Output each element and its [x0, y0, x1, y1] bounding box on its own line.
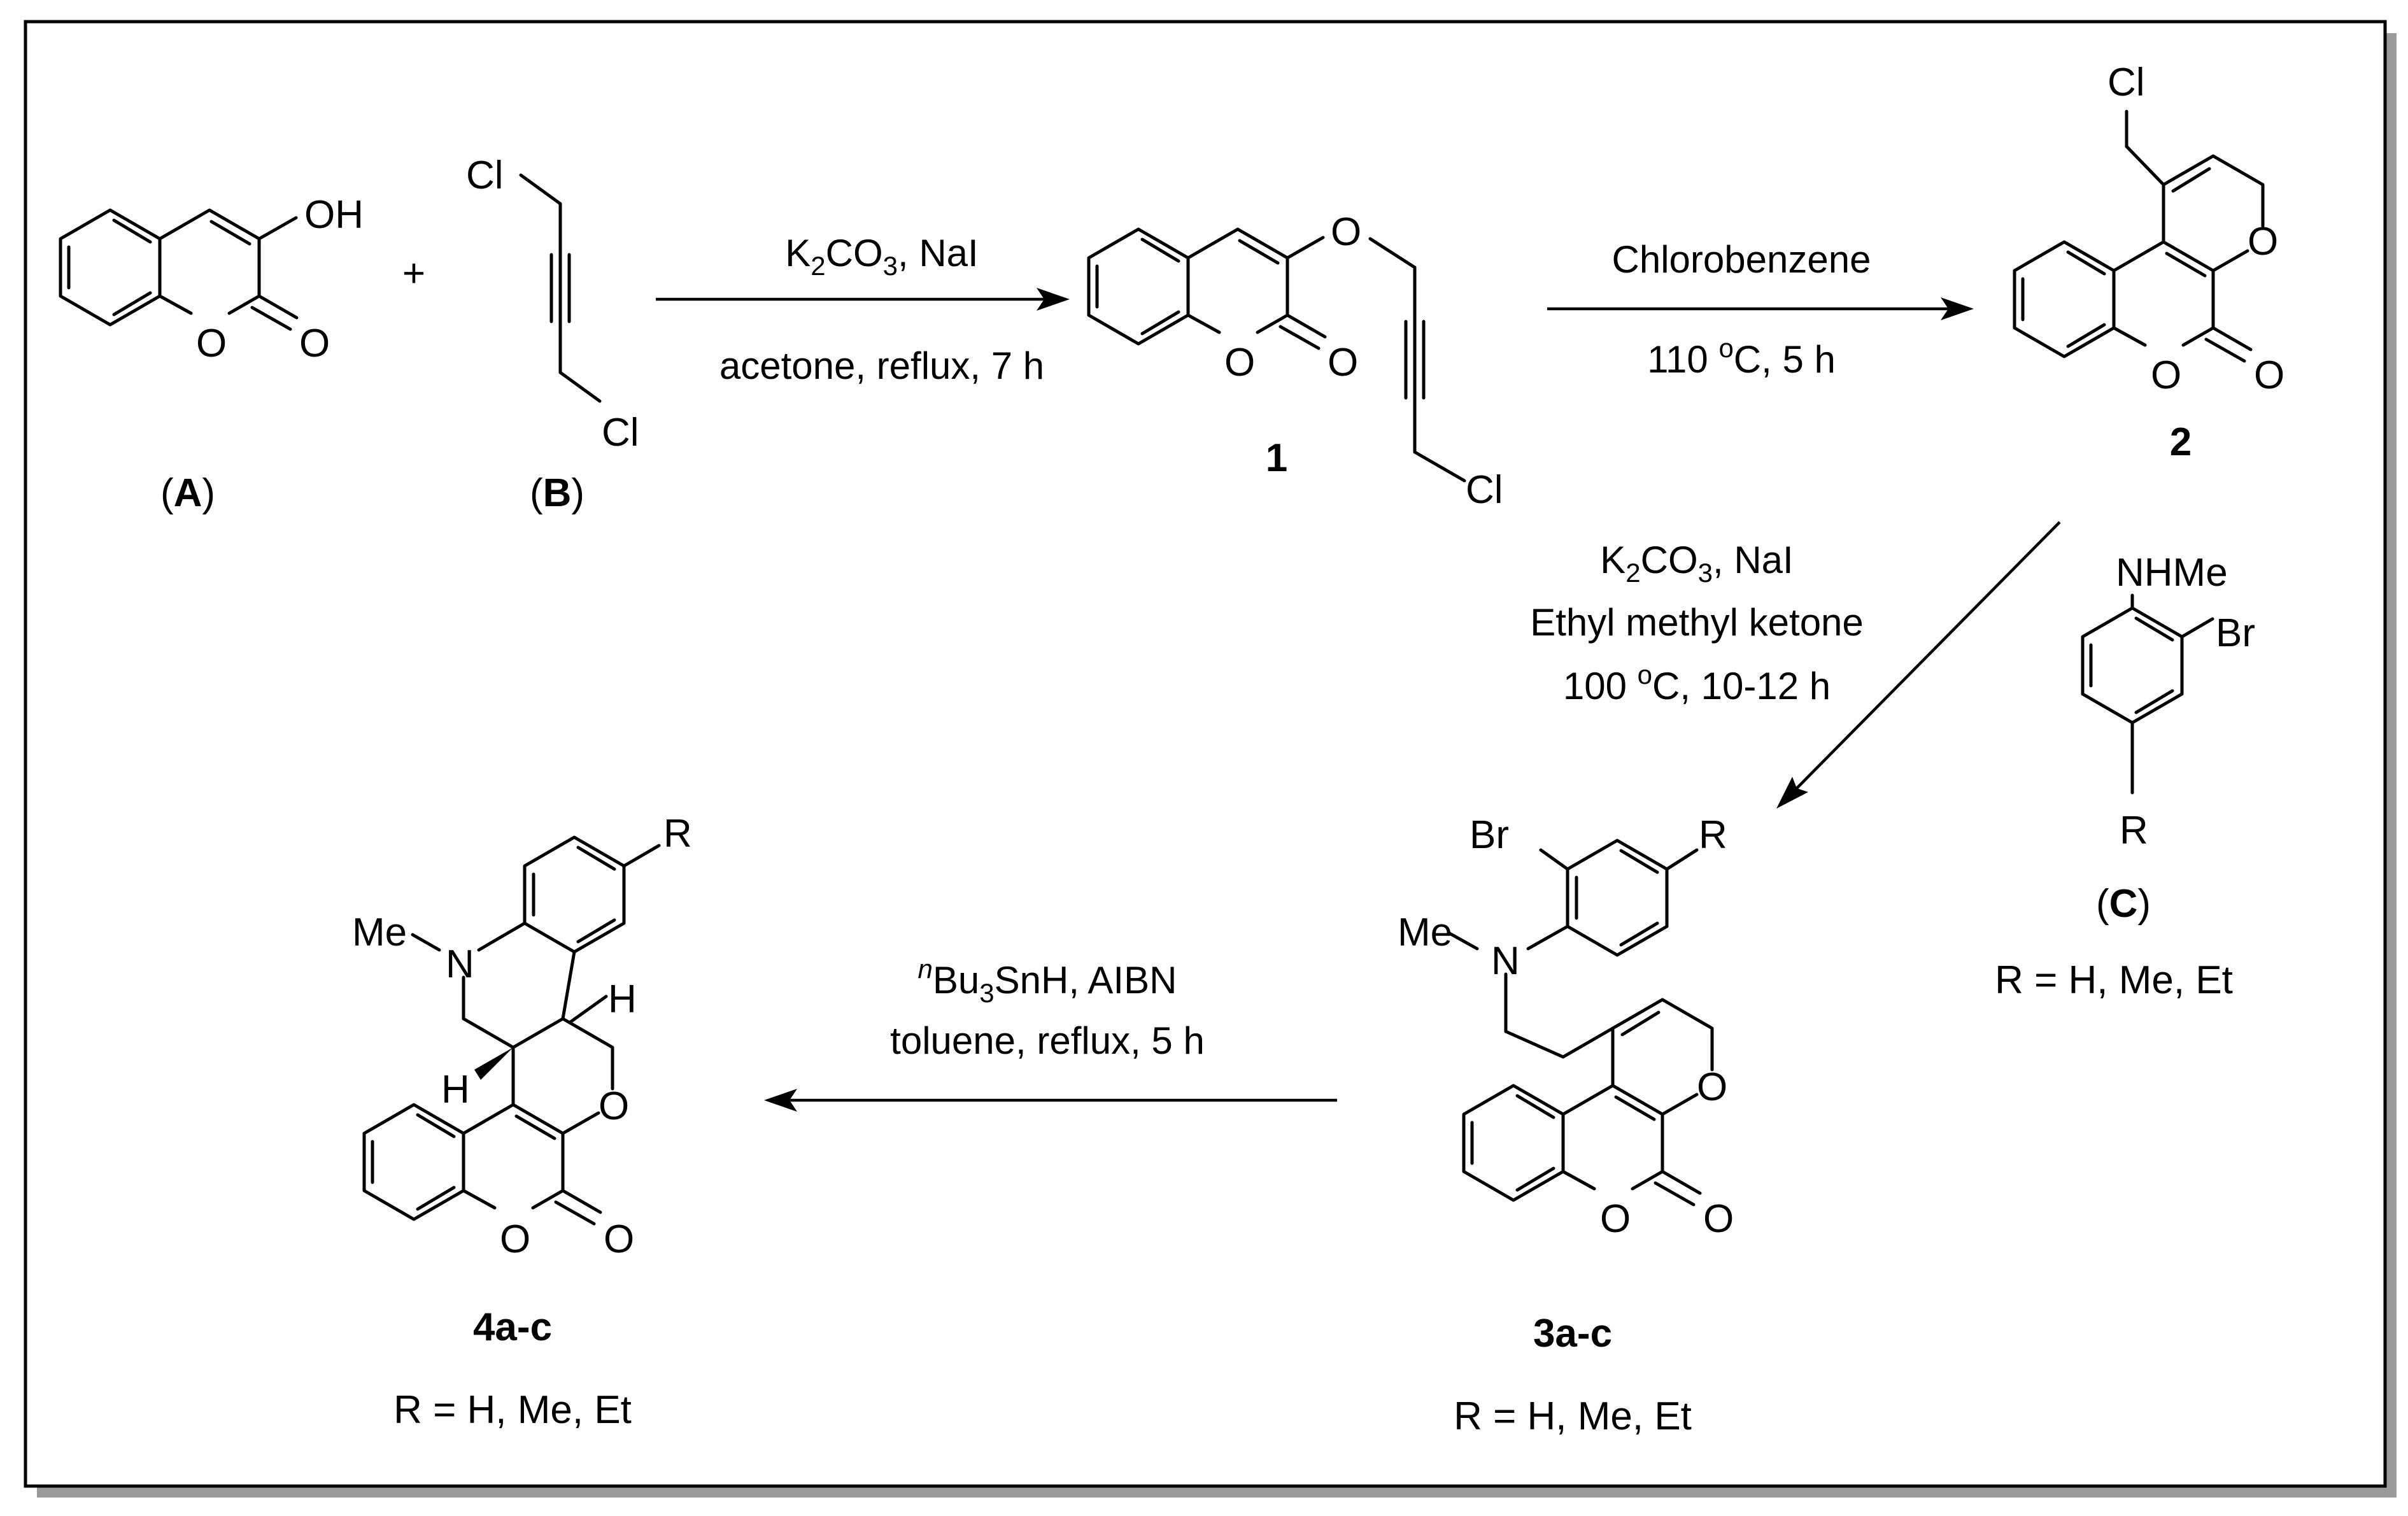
compound-a-carbonyl-o: O [299, 322, 330, 365]
step2-solvent: Chlorobenzene [1612, 238, 1871, 281]
compound-a-structure [59, 208, 299, 331]
compound-4-carbonyl-o: O [604, 1217, 634, 1261]
step2-conditions: 110 oC, 5 h [1647, 333, 1836, 381]
compound-1-cl: Cl [1466, 468, 1503, 512]
compound-4-r-definition: R = H, Me, Et [393, 1388, 632, 1432]
step3-solvent: Ethyl methyl ketone [1530, 601, 1864, 644]
compound-a-oh: OH [304, 193, 364, 237]
compound-2-ring-o: O [2151, 353, 2181, 397]
compound-4-h-top: H [608, 977, 637, 1021]
compound-a-ring-o: O [196, 322, 227, 365]
compound-2-pyran-o: O [2248, 220, 2278, 264]
compound-3-ring-o: O [1600, 1197, 1631, 1241]
compound-4-ring-o: O [500, 1217, 530, 1261]
compound-1-label: 1 [1266, 436, 1287, 480]
compound-4-label: 4a-c [473, 1305, 552, 1349]
compound-3-label: 3a-c [1533, 1312, 1612, 1356]
compound-3-br: Br [1470, 813, 1509, 857]
compound-3-carbonyl-o: O [1703, 1197, 1734, 1241]
compound-1-ring-o: O [1224, 341, 1255, 385]
compound-b-cl-top: Cl [466, 153, 504, 197]
compound-3-r-definition: R = H, Me, Et [1454, 1394, 1692, 1438]
arrow-step2-head [1941, 297, 1974, 320]
step3-conditions: 100 oC, 10-12 h [1563, 660, 1831, 707]
compound-3-structure [1447, 839, 1714, 1207]
compound-2-label: 2 [2170, 420, 2192, 464]
compound-3-r: R [1699, 813, 1727, 857]
compound-4-me: Me [352, 910, 407, 954]
step4-conditions: toluene, reflux, 5 h [890, 1019, 1205, 1062]
arrow-step3 [1794, 521, 2061, 791]
compound-2-cl: Cl [2107, 60, 2145, 104]
compound-4-h-bottom: H [441, 1068, 470, 1112]
compound-1-carbonyl-o: O [1328, 341, 1358, 385]
compound-c-nhme: NHMe [2116, 551, 2228, 595]
compound-4-pyran-o: O [598, 1084, 629, 1128]
compound-4-structure [362, 835, 661, 1226]
arrow-step1-head [1037, 288, 1070, 311]
compound-4-n: N [446, 942, 474, 986]
compound-2-structure [2013, 110, 2265, 363]
compound-c-r: R [2120, 809, 2148, 853]
compound-3-me: Me [1398, 910, 1452, 954]
arrow-step4-head [764, 1089, 797, 1112]
step4-reagents: nBu3SnH, AIBN [918, 954, 1177, 1008]
compound-c-br: Br [2216, 611, 2255, 655]
compound-1-structure [1087, 227, 1466, 483]
compound-b-structure [519, 173, 602, 403]
compound-3-n: N [1491, 939, 1520, 983]
compound-4-r: R [663, 812, 692, 856]
plus-sign: + [402, 251, 425, 295]
compound-1-ether-o: O [1331, 210, 1361, 254]
frame [24, 20, 2387, 1488]
compound-2-carbonyl-o: O [2254, 353, 2284, 397]
step1-conditions: acetone, reflux, 7 h [719, 344, 1044, 387]
compound-c-label: (C) [2096, 882, 2151, 926]
compound-a-label: (A) [160, 471, 215, 515]
arrow-step3-head [1776, 777, 1808, 809]
compound-c-r-definition: R = H, Me, Et [1995, 958, 2233, 1002]
compound-b-label: (B) [530, 471, 584, 515]
compound-3-pyran-o: O [1697, 1065, 1727, 1109]
compound-c-structure [2081, 593, 2214, 795]
compound-4-wedge-bond [474, 1047, 513, 1080]
compound-b-cl-bottom: Cl [602, 411, 639, 455]
